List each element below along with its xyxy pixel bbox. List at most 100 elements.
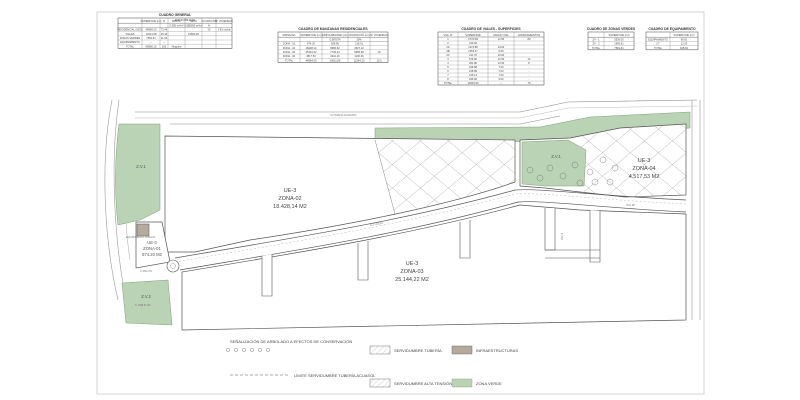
column-header: NETA [190,19,197,23]
table-cell: 10.00 [498,53,505,57]
column-header: MANZANA [283,33,296,37]
column-value: 30% [356,37,362,41]
column-header: EDIFICABILIDAD (m²) [322,33,348,37]
table-cell: TOTAL [285,58,294,62]
table-cell: 48964.05 [306,58,317,62]
table-cell: 1995.61 [614,42,624,46]
svg-text:25.144,22 M2: 25.144,22 M2 [395,277,429,283]
table-cell: 508.80 [331,42,339,46]
table-cell: 18428.14 [306,46,317,50]
svg-text:UE-3: UE-3 [406,261,419,267]
column-header: SUPERFICIE (m²) [673,33,694,37]
table-cell: 2411.16 [330,54,340,58]
table-cell: VIALES [125,32,134,36]
column-header: ANCHO VIAL [493,33,509,37]
table-cell: 25144.22 [306,50,317,54]
svg-text:INFRAESTRUCTURAS: INFRAESTRUCTURAS [476,348,518,353]
table-cell: ZONA - 03 [283,50,296,54]
zona-03-label: UE-3 ZONA-03 25.144,22 M2 [395,261,429,283]
table-cell: 1 [447,37,449,41]
table-cell: 10.00 [498,45,505,49]
table-cell: 10213.08 [146,32,157,36]
zona-03-block [181,204,687,331]
table-cell: ZV - 2 [592,42,600,46]
equipamiento-label: EQUIPAMIENTO PUBLICO [126,236,155,239]
column-header: SUPERFICIE (m²) [300,33,321,37]
zv2-label: Z.V.2 [141,294,151,299]
table-cell: 5536.00 [614,37,624,41]
table-cell: 4527.12 [354,46,364,50]
table-cell: 7.00 [498,69,504,73]
column-header: OCUPACIÓN [201,18,217,23]
svg-text:UE-3: UE-3 [638,158,651,164]
table-cell: 48999.23 [146,28,157,32]
table-cell: 7726.24 [330,50,340,54]
site-map: Z.V.1 Z.V.1 [104,99,701,331]
table-cell: 361.80 [469,61,477,65]
table-cell: 7.00 [498,73,504,77]
table-cell: 10233.99 [468,81,479,85]
table-cell: 72.46 [161,28,168,32]
zv1-right-area [521,139,587,187]
table-cell: 12244.20 [354,58,365,62]
svg-text:ZONA VERDE: ZONA VERDE [476,381,502,386]
table-cell: RESIDENCIAL (UE3) [118,28,143,32]
table-cell: TOTAL [444,81,453,85]
left-road-inner [113,99,127,301]
table-row: ZV - 2 1995.61 [592,42,624,46]
table-cell: 30 [208,28,211,32]
table-cell: EQUIPAMIENTO [120,40,140,44]
table-cell: 216.14 [469,73,477,77]
table-cell: 12.50 [498,37,505,41]
svg-text:ZONA-02: ZONA-02 [278,196,301,202]
table-cell: ZV - 1 [592,37,600,41]
column-value: % [208,23,211,27]
table-cell: 20611.86 [330,58,341,62]
main-road-centerline [174,193,687,263]
table-cell: 19 [378,50,381,54]
column-value: 0.585000 m²/m² [184,23,202,27]
table-cell: 80 [528,37,531,41]
table-cell: 576.90 [469,57,477,61]
column-header: Nº VIVIENDAS [215,19,233,23]
column-header: OCUPACIÓN (m²) [349,32,370,37]
table-cell: 9965.62 [330,46,340,50]
table-row: ZV - 1 5536.00 [592,37,624,41]
column-header: % [163,19,166,23]
table-cell: 946.90 [469,77,477,81]
table-cell: 1130.36 [354,54,364,58]
table-cell: - [529,66,530,69]
road-label-right-a: VIAL 2B [626,204,635,207]
column-header: VIAL Nº [443,33,452,37]
table-cell: 8 [447,77,449,81]
table-cell: 12.00 [681,42,688,46]
table-cell: Ninguno [172,44,182,48]
roundabout [166,259,180,273]
table-cell: ZONA - 02 [283,46,296,50]
zv1-left-area [115,123,161,226]
table-cell: 2B [446,49,449,53]
table-cell: 11.06 [161,36,168,40]
table-cell: TOTAL [654,46,663,50]
table-cell: 7 [447,73,449,77]
tuberia-hatch-z02-b [375,140,515,214]
svg-text:UE-3: UE-3 [284,188,297,194]
table-cell: 12.50 [498,57,505,61]
column-value: 0.587074 [330,37,341,41]
